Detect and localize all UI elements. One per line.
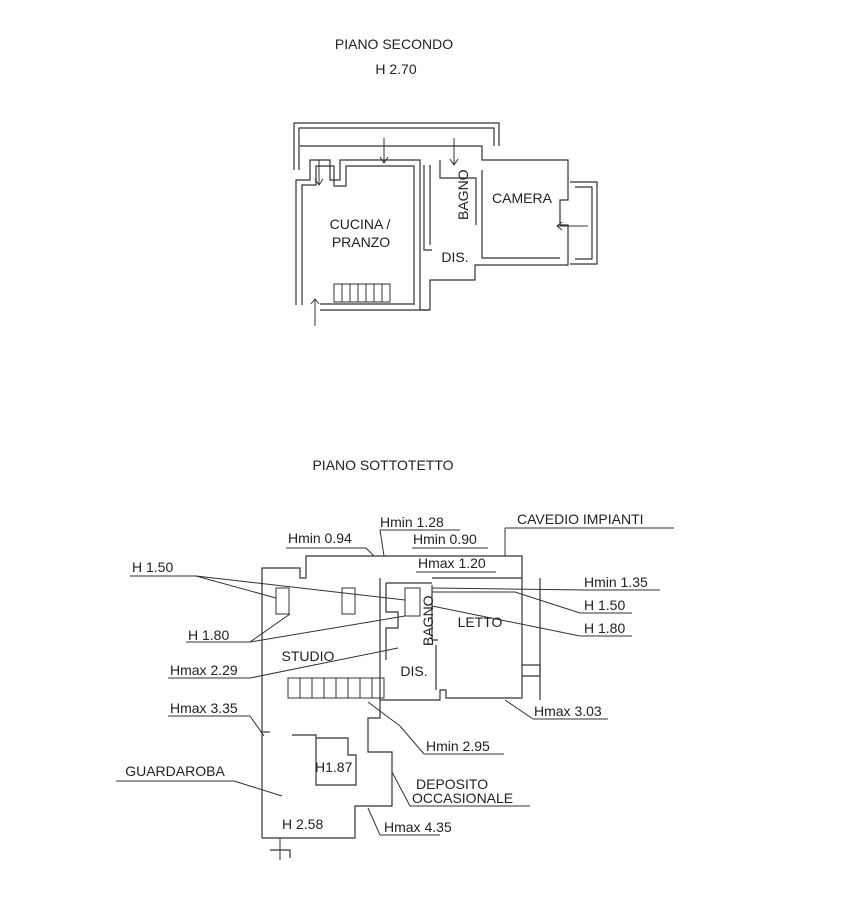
second-floor-height: H 2.70: [375, 61, 416, 77]
attic-room-label-studio: STUDIO: [282, 648, 335, 664]
attic-floor-plan: PIANO SOTTOTETTO: [116, 457, 674, 860]
balcony-inner: [575, 186, 593, 260]
stair-steps: [341, 284, 383, 302]
attic-room-label-occasionale: OCCASIONALE: [412, 790, 513, 806]
skylight-2: [341, 587, 356, 615]
attic-outer-wall-right: [262, 577, 523, 839]
height-hmax-120: Hmax 1.20: [418, 555, 486, 571]
bagno-wall-left: [423, 165, 432, 251]
balcony-outer: [570, 181, 598, 265]
attic-room-label-guardaroba: GUARDAROBA: [125, 763, 225, 779]
height-h-150-right: H 1.50: [584, 597, 625, 613]
height-h-180-right: H 1.80: [584, 620, 625, 636]
height-hmin-094: Hmin 0.94: [288, 530, 352, 546]
height-hmax-335: Hmax 3.35: [170, 700, 238, 716]
attic-room-label-letto: LETTO: [458, 614, 503, 630]
guardaroba-partition: [292, 734, 357, 786]
height-hmin-090: Hmin 0.90: [413, 531, 477, 547]
bagno-wall-right: [439, 160, 477, 225]
height-hmin-135: Hmin 1.35: [584, 574, 648, 590]
room-label-cucina: CUCINA /: [330, 216, 391, 232]
height-h-258: H 2.58: [282, 816, 323, 832]
stair-block: [333, 283, 391, 303]
attic-right-step: [522, 664, 541, 677]
height-hmin-128: Hmin 1.28: [380, 514, 444, 530]
height-hmax-435: Hmax 4.35: [384, 819, 452, 835]
skylight-1: [275, 587, 290, 615]
attic-room-label-deposito: DEPOSITO: [416, 776, 488, 792]
skylight-3: [404, 587, 421, 617]
room-label-pranzo: PRANZO: [332, 234, 390, 250]
entry-arrows: [310, 138, 588, 326]
height-h-187: H1.87: [315, 759, 353, 775]
attic-bagno-inner: [385, 583, 399, 660]
cavedio-impianti-label: CAVEDIO IMPIANTI: [517, 511, 644, 527]
room-label-camera: CAMERA: [492, 190, 553, 206]
height-hmax-303: Hmax 3.03: [534, 703, 602, 719]
roof-outline: [293, 122, 500, 170]
attic-room-label-bagno: BAGNO: [420, 595, 436, 646]
room-label-dis: DIS.: [441, 249, 468, 265]
height-h-150-left: H 1.50: [132, 559, 173, 575]
height-hmax-229: Hmax 2.29: [170, 662, 238, 678]
second-floor-inner-wall: [301, 165, 415, 305]
attic-room-label-dis: DIS.: [400, 663, 427, 679]
roof-outline-inner: [298, 127, 495, 170]
leader-lines: [116, 527, 674, 860]
height-hmin-295: Hmin 2.95: [426, 738, 490, 754]
attic-bottom-detail: [270, 849, 291, 858]
room-label-bagno: BAGNO: [455, 169, 471, 220]
second-floor-outer-wall: [295, 145, 569, 311]
attic-stair-steps: [299, 678, 373, 698]
attic-floor-title: PIANO SOTTOTETTO: [312, 457, 453, 473]
second-floor-title: PIANO SECONDO: [335, 36, 453, 52]
attic-outer-wall-top: [261, 555, 523, 838]
height-h-180-left: H 1.80: [188, 627, 229, 643]
camera-wall: [481, 170, 560, 259]
attic-bagno-right: [431, 585, 438, 641]
second-floor-plan: PIANO SECONDO H 2.70: [293, 36, 598, 326]
